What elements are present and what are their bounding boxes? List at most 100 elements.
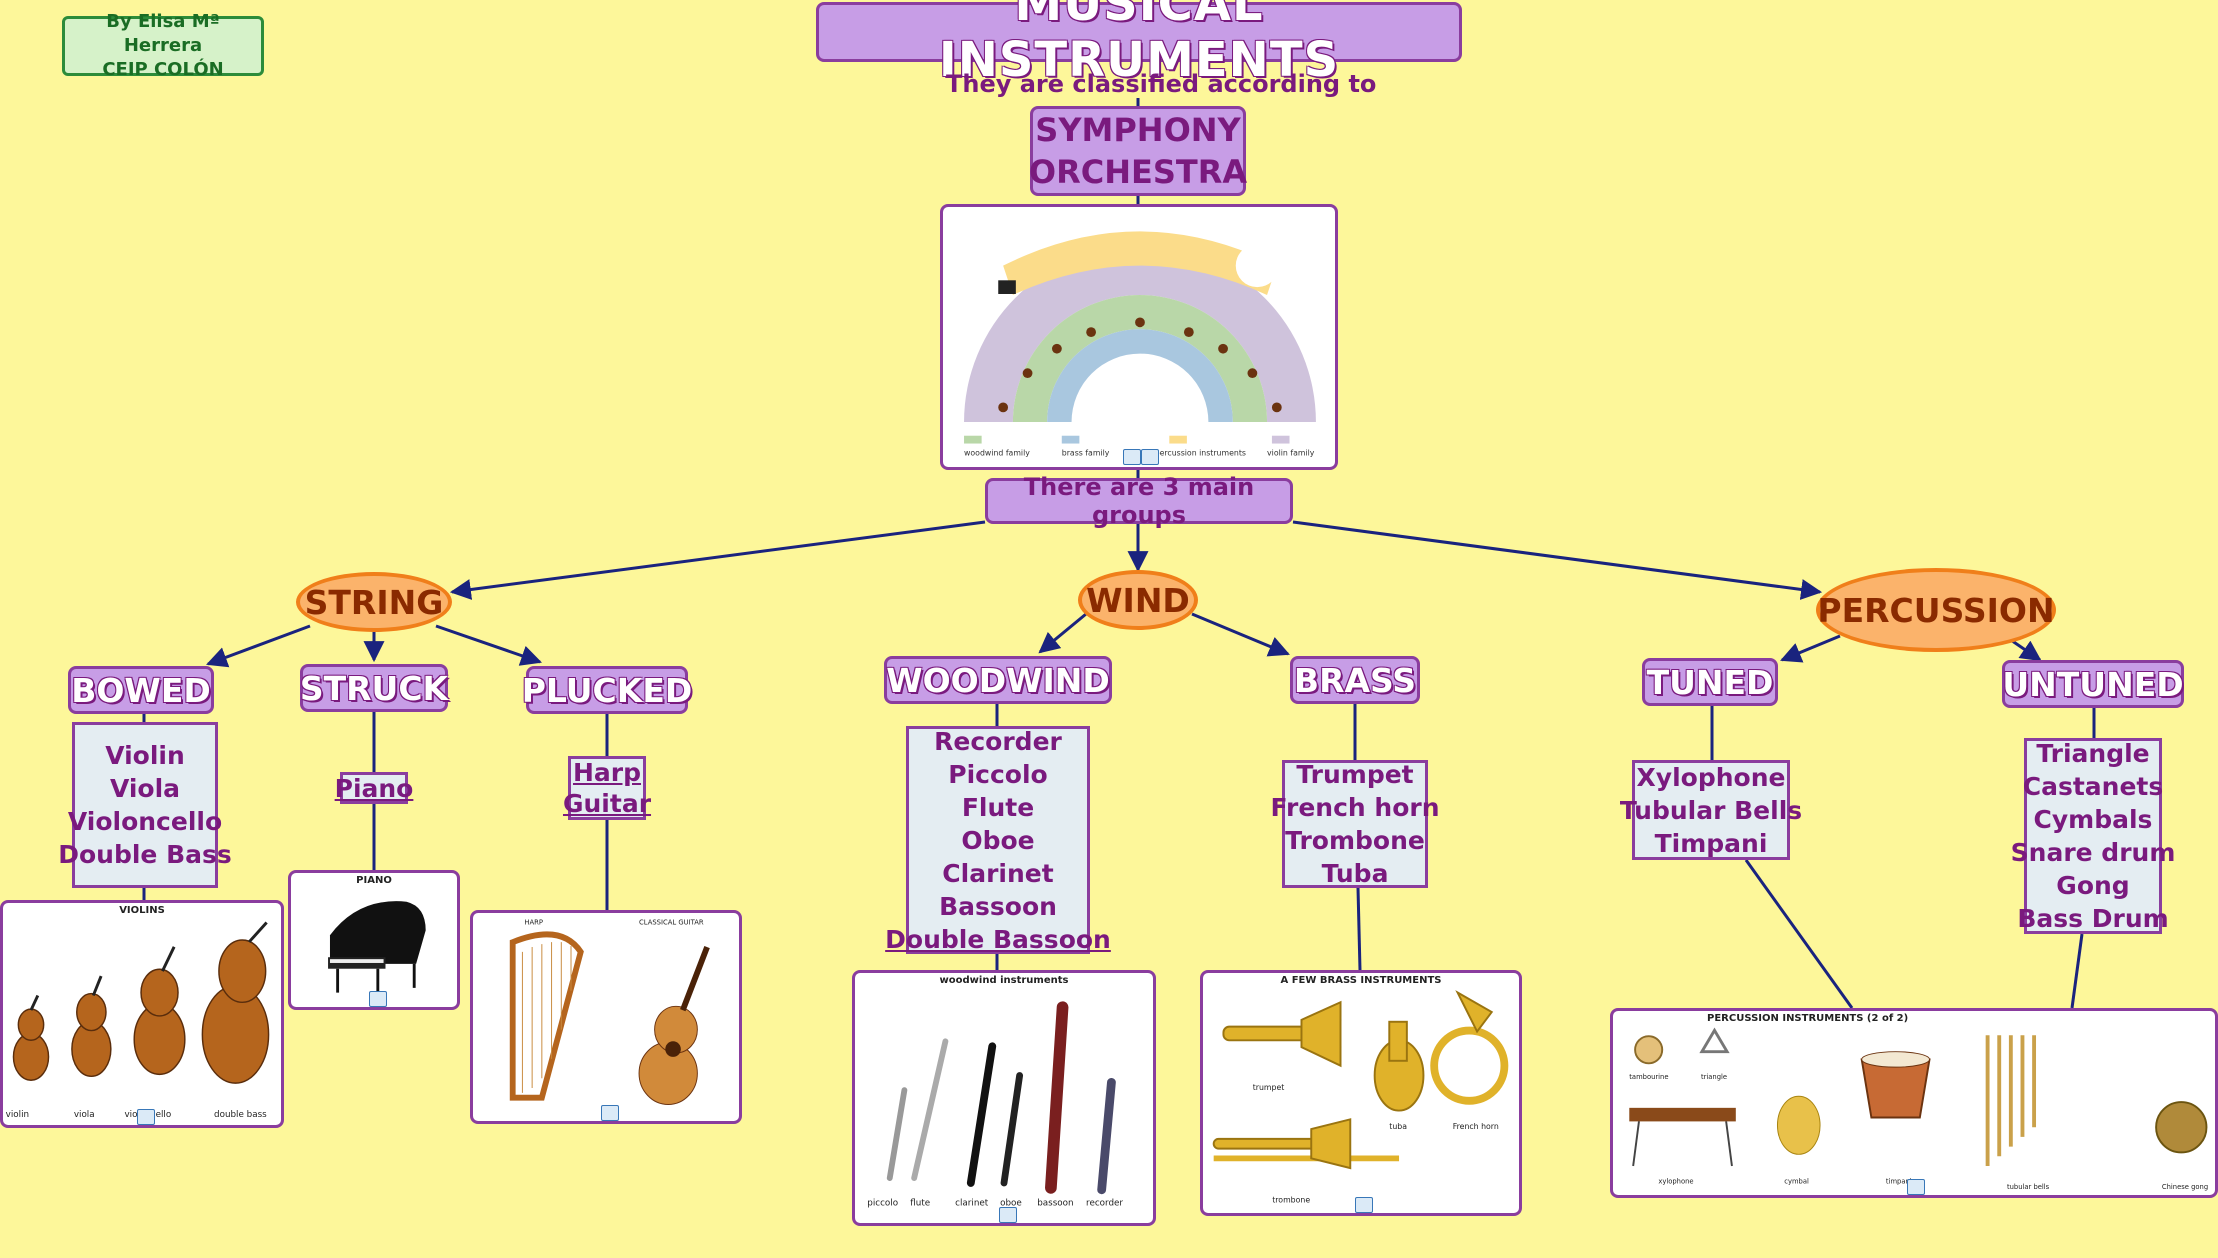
- brass-caption: A FEW BRASS INSTRUMENTS: [1280, 975, 1442, 986]
- label-viola: viola: [74, 1110, 95, 1120]
- untuned-subgroup[interactable]: UNTUNED: [2002, 660, 2184, 708]
- list-item: Guitar: [562, 789, 652, 818]
- list-item: Castanets: [2022, 772, 2164, 801]
- brass-list[interactable]: Trumpet French horn Trombone Tuba: [1271, 760, 1440, 888]
- bowed-list[interactable]: Violin Viola Violoncello Double Bass: [58, 722, 232, 888]
- orchestra-line1: SYMPHONY: [1035, 111, 1241, 149]
- string-group[interactable]: STRING: [296, 572, 452, 632]
- list-item: Trumpet: [1296, 760, 1414, 789]
- label-french-horn: French horn: [1453, 1122, 1499, 1131]
- list-item: Piano: [334, 773, 414, 803]
- label-chinese-gong: Chinese gong: [2162, 1183, 2208, 1191]
- woodwind-image[interactable]: woodwind instruments piccolo flute clari…: [852, 970, 1156, 1226]
- brass-image[interactable]: A FEW BRASS INSTRUMENTS trumpet tuba Fre…: [1200, 970, 1522, 1216]
- percussion-image[interactable]: PERCUSSION INSTRUMENTS (2 of 2) tambouri…: [1610, 1008, 2218, 1198]
- piano-drawing: [328, 901, 426, 993]
- legend-violin: violin family: [1267, 448, 1315, 457]
- image-icon[interactable]: [137, 1109, 155, 1125]
- image-icon[interactable]: [369, 991, 387, 1007]
- label-cymbal: cymbal: [1784, 1177, 1809, 1185]
- author-credit: By Elisa Mª Herrera CEIP COLÓN: [62, 11, 264, 80]
- list-item: Gong: [2056, 871, 2130, 900]
- list-item: Clarinet: [942, 858, 1054, 888]
- list-item: Double Bass: [58, 840, 232, 869]
- label-tambourine: tambourine: [1629, 1073, 1668, 1081]
- brass-subgroup[interactable]: BRASS: [1290, 656, 1420, 704]
- list-item: Xylophone: [1636, 762, 1786, 792]
- percussion-drawing: tambourine triangle xylophone cymbal tim…: [1629, 1027, 2208, 1191]
- list-item: Trombone: [1285, 826, 1425, 855]
- list-item: Violin: [105, 741, 185, 770]
- list-item: Tuba: [1321, 859, 1389, 888]
- woodwind-subgroup[interactable]: WOODWIND: [884, 656, 1112, 704]
- orchestra-node[interactable]: SYMPHONY ORCHESTRA: [1028, 106, 1248, 196]
- tuned-list[interactable]: Xylophone Tubular Bells Timpani: [1620, 760, 1802, 860]
- list-item: Cymbals: [2033, 805, 2153, 834]
- label-timpani: timpani: [1886, 1177, 1912, 1185]
- woodwind-caption: woodwind instruments: [939, 975, 1069, 986]
- list-item: Bassoon: [939, 891, 1057, 921]
- list-item: Bass Drum: [2017, 904, 2169, 933]
- label-recorder: recorder: [1086, 1198, 1123, 1208]
- label-double-bass: double bass: [214, 1110, 267, 1120]
- piano-image[interactable]: PIANO: [288, 870, 460, 1010]
- list-item: Harp: [572, 758, 642, 787]
- list-item: Snare drum: [2010, 838, 2176, 867]
- label-bassoon: bassoon: [1037, 1198, 1073, 1208]
- label-tuba: tuba: [1389, 1122, 1407, 1131]
- list-item: Triangle: [2036, 739, 2150, 768]
- legend-percussion: percussion instruments: [1155, 448, 1246, 457]
- harp-guitar-drawing: HARP CLASSICAL GUITAR: [509, 919, 710, 1105]
- plucked-list[interactable]: Harp Guitar: [563, 756, 651, 820]
- list-item: Tubular Bells: [1619, 795, 1803, 825]
- orchestra-seating-drawing: woodwind family brass family percussion …: [964, 231, 1316, 457]
- struck-list[interactable]: Piano: [335, 772, 413, 804]
- plucked-subgroup[interactable]: PLUCKED: [522, 666, 692, 714]
- image-icon[interactable]: [1141, 449, 1159, 465]
- struck-subgroup[interactable]: STRUCK: [300, 664, 448, 712]
- school-name: CEIP COLÓN: [102, 59, 224, 80]
- label-clarinet: clarinet: [955, 1198, 989, 1208]
- bowed-subgroup[interactable]: BOWED: [68, 666, 214, 714]
- list-item: Piccolo: [948, 759, 1048, 789]
- groups-link-node[interactable]: There are 3 main groups: [985, 473, 1293, 529]
- list-item: Oboe: [961, 825, 1035, 855]
- author-name: By Elisa Mª Herrera: [106, 11, 220, 56]
- legend-woodwind: woodwind family: [964, 448, 1030, 457]
- label-piccolo: piccolo: [867, 1198, 898, 1208]
- image-icon[interactable]: [999, 1207, 1017, 1223]
- harp-guitar-image[interactable]: HARP CLASSICAL GUITAR: [470, 910, 742, 1124]
- tuned-subgroup[interactable]: TUNED: [1642, 658, 1778, 706]
- piano-caption: PIANO: [356, 875, 392, 886]
- main-title[interactable]: MUSICAL INSTRUMENTS: [816, 0, 1462, 88]
- label-trombone: trombone: [1272, 1195, 1310, 1204]
- list-item: Violoncello: [67, 807, 223, 836]
- harp-caption: HARP: [524, 919, 543, 927]
- label-tubular-bells: tubular bells: [2007, 1183, 2050, 1191]
- label-triangle: triangle: [1701, 1073, 1727, 1081]
- brass-drawing: trumpet tuba French horn trombone: [1212, 990, 1509, 1204]
- orchestra-seating-image[interactable]: woodwind family brass family percussion …: [940, 204, 1338, 470]
- label-flute: flute: [910, 1198, 930, 1208]
- woodwind-drawing: piccolo flute clarinet oboe bassoon reco…: [867, 1001, 1123, 1208]
- percussion-group[interactable]: PERCUSSION: [1816, 568, 2056, 652]
- image-icon[interactable]: [601, 1105, 619, 1121]
- label-violin: violin: [6, 1110, 29, 1120]
- image-icon[interactable]: [1907, 1179, 1925, 1195]
- violins-image[interactable]: VIOLINS violin viola violoncello double …: [0, 900, 284, 1128]
- violins-drawing: violin viola violoncello double bass: [6, 921, 270, 1120]
- list-item: Timpani: [1654, 828, 1768, 858]
- percussion-caption: PERCUSSION INSTRUMENTS (2 of 2): [1707, 1013, 1909, 1024]
- label-xylophone: xylophone: [1658, 1177, 1693, 1185]
- image-icon[interactable]: [1355, 1197, 1373, 1213]
- woodwind-list[interactable]: Recorder Piccolo Flute Oboe Clarinet Bas…: [885, 726, 1111, 954]
- list-item: Double Bassoon: [885, 924, 1111, 954]
- list-item: Recorder: [934, 726, 1062, 756]
- wind-group[interactable]: WIND: [1078, 570, 1198, 630]
- image-icon[interactable]: [1123, 449, 1141, 465]
- legend-brass: brass family: [1062, 448, 1110, 457]
- orchestra-line2: ORCHESTRA: [1028, 153, 1248, 191]
- label-trumpet: trumpet: [1253, 1083, 1285, 1092]
- untuned-list[interactable]: Triangle Castanets Cymbals Snare drum Go…: [2011, 738, 2175, 934]
